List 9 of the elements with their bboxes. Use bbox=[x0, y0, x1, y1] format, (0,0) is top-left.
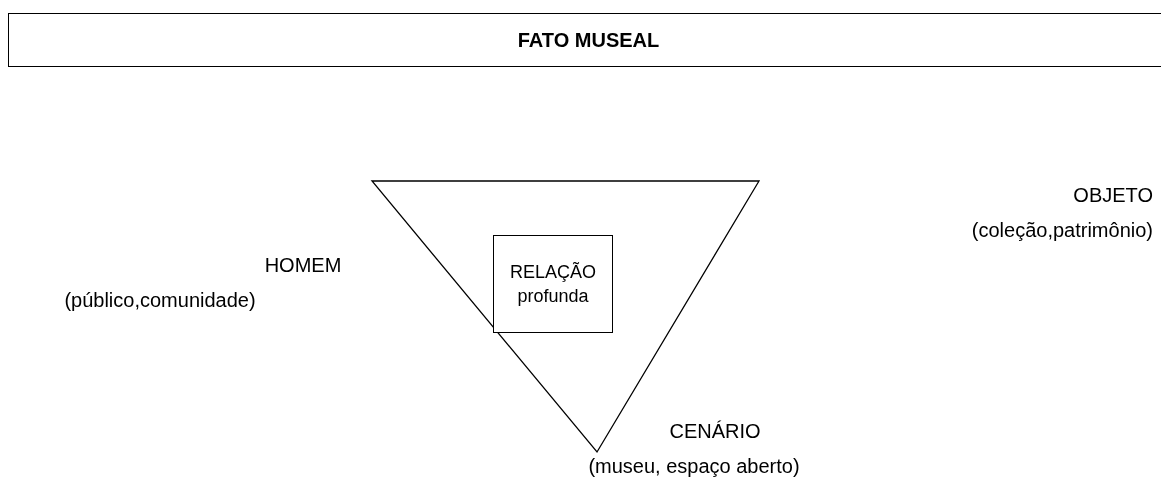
title-text: FATO MUSEAL bbox=[517, 28, 660, 52]
box-text: RELAÇÃO profunda bbox=[509, 261, 597, 308]
corner-note: (coleção,patrimônio) bbox=[971, 219, 1153, 241]
corner-note: (museu, espaço aberto) bbox=[588, 455, 800, 477]
corner-note: (público,comunidade) bbox=[64, 289, 256, 311]
title-banner bbox=[8, 13, 1161, 67]
corner-label: HOMEM bbox=[264, 254, 342, 276]
corner-label: OBJETO bbox=[1073, 184, 1153, 206]
corner-label: CENÁRIO bbox=[669, 420, 761, 442]
